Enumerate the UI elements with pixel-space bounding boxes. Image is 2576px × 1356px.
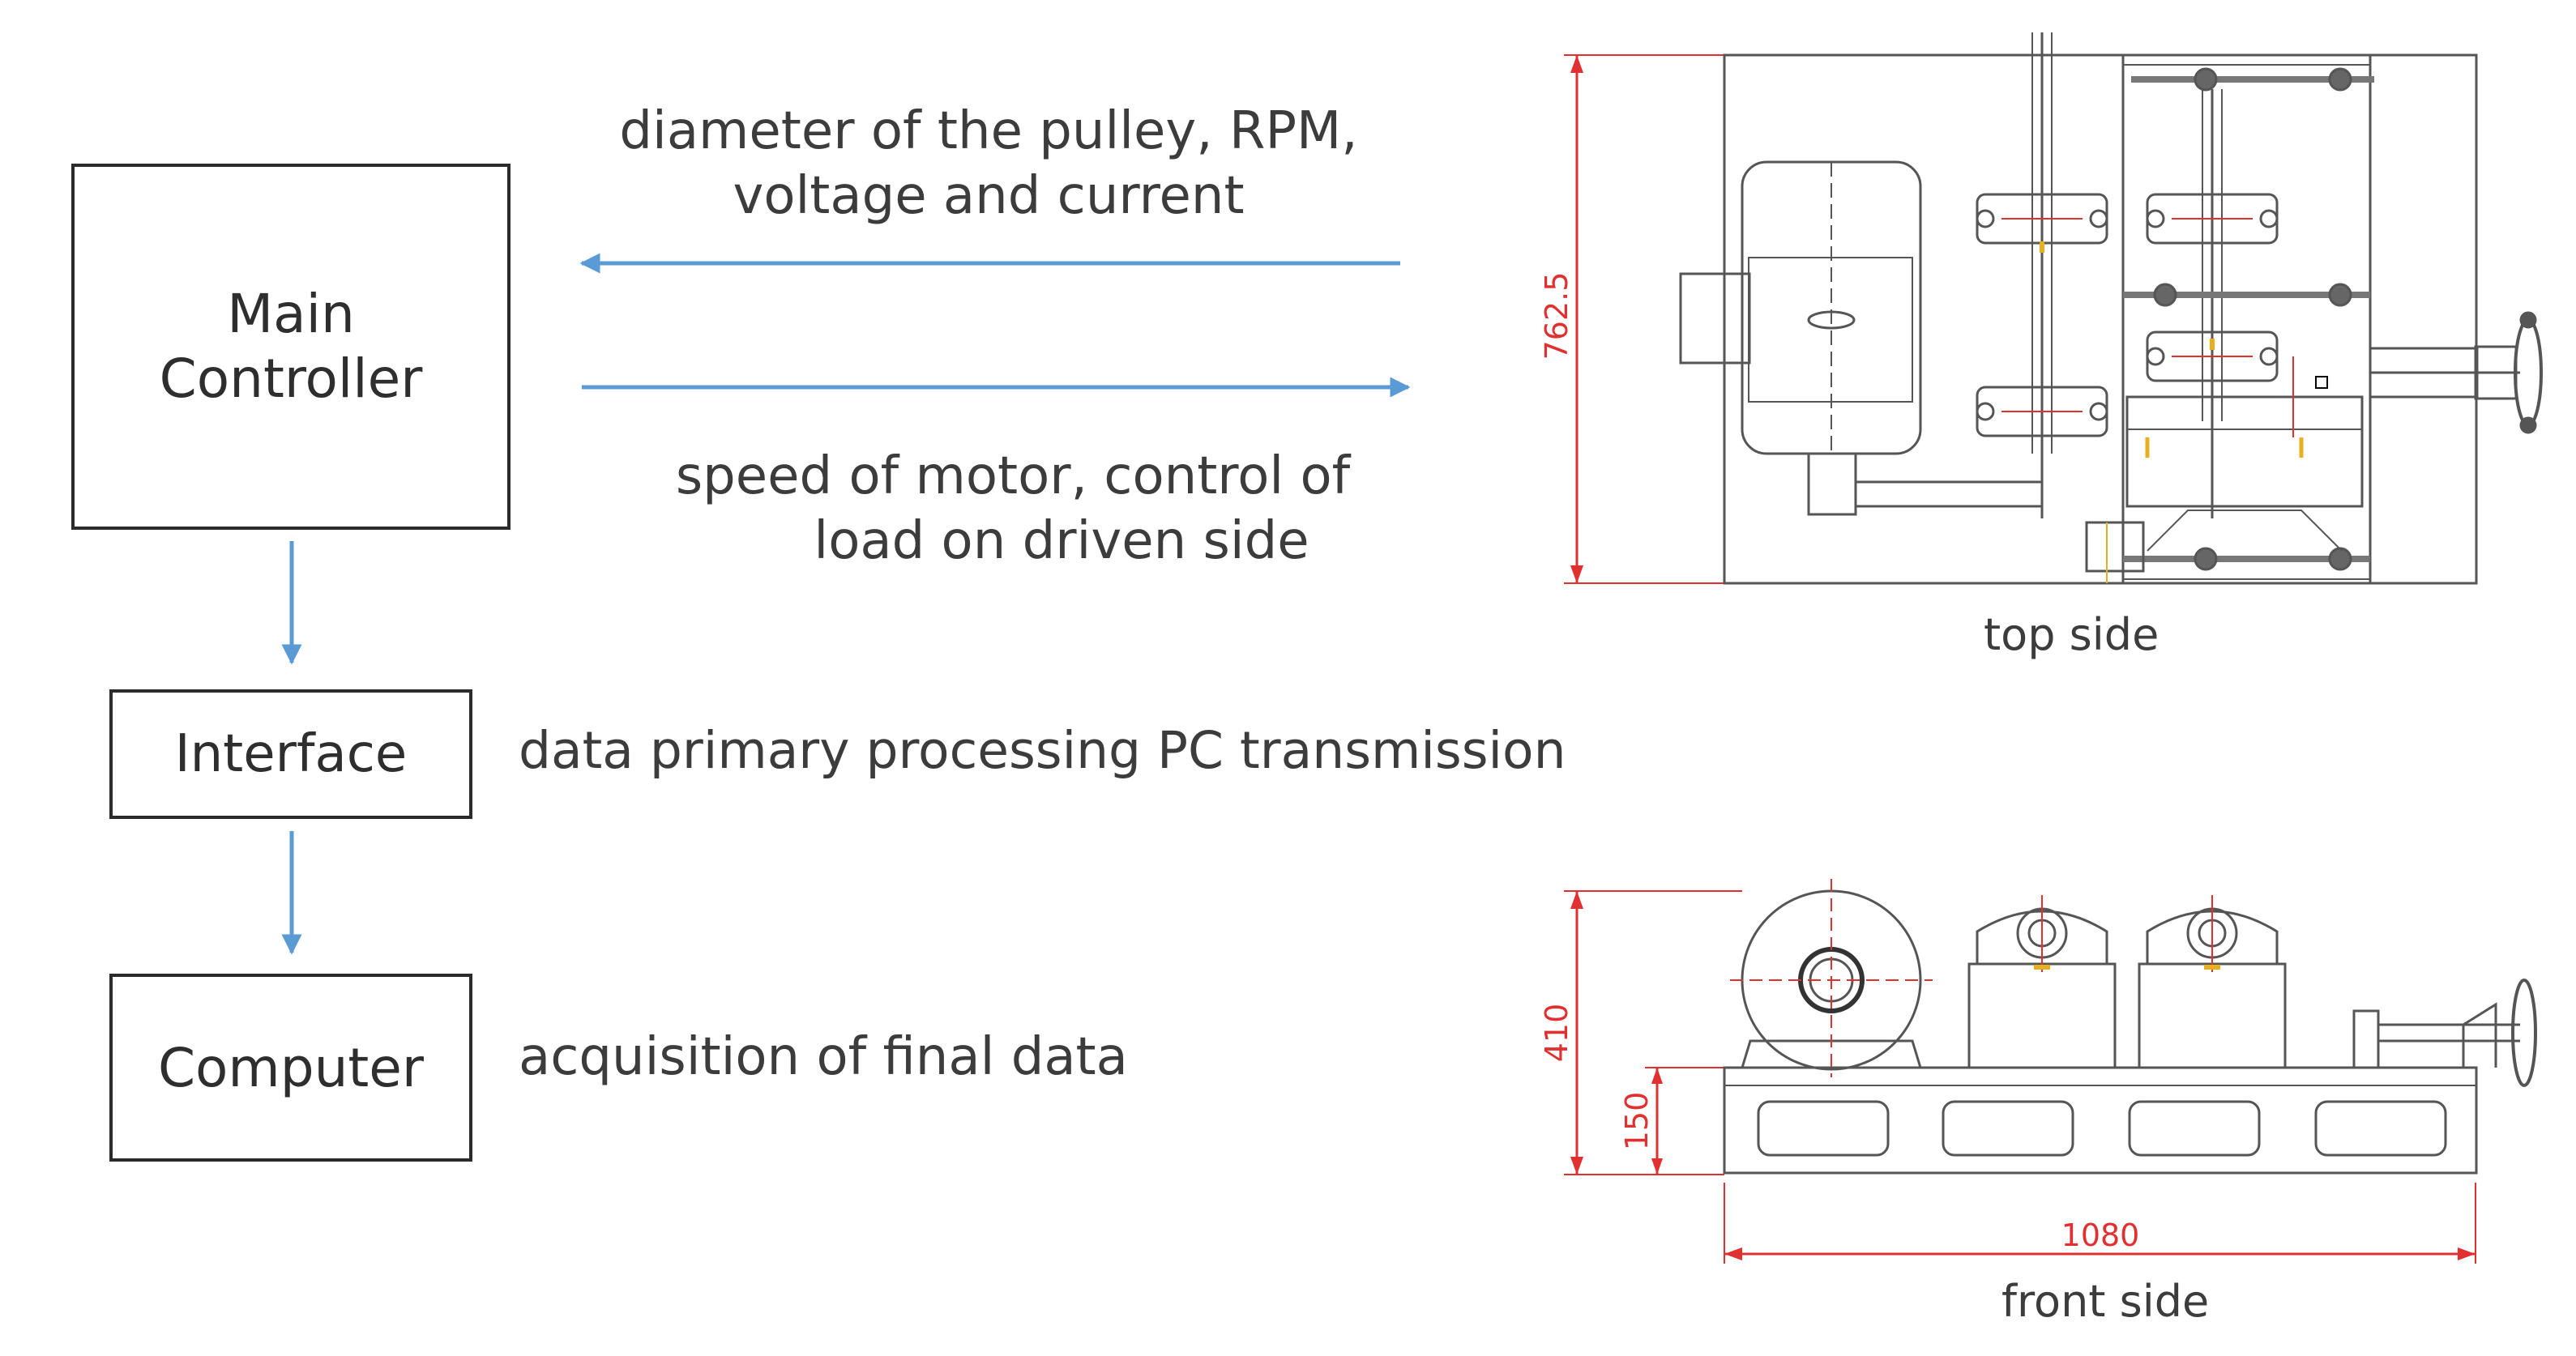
front-view-base-dimension: 150 — [1619, 1092, 1655, 1151]
main-controller-block: Main Controller — [71, 164, 511, 530]
lower-arrow-label-line-2: load on driven side — [814, 511, 1309, 571]
front-view-drawing — [1564, 879, 2537, 1264]
computer-note: acquisition of final data — [519, 1027, 1128, 1087]
top-view-drawing — [1564, 32, 2543, 585]
main-controller-line-2: Controller — [159, 348, 423, 410]
top-view-caption: top side — [1984, 609, 2159, 660]
top-view-height-dimension: 762.5 — [1539, 272, 1574, 360]
front-view-width-dimension: 1080 — [2061, 1217, 2140, 1253]
front-view-height-dimension: 410 — [1539, 1004, 1574, 1063]
computer-label: Computer — [157, 1036, 425, 1099]
interface-block: Interface — [109, 689, 472, 819]
lower-arrow-label: speed of motor, control of load on drive… — [640, 444, 1386, 574]
front-view-caption: front side — [2001, 1276, 2210, 1327]
interface-note: data primary processing PC transmission — [519, 721, 1566, 780]
main-controller-line-1: Main — [227, 283, 355, 345]
upper-arrow-label-line-2: voltage and current — [733, 166, 1245, 226]
computer-block: Computer — [109, 974, 472, 1162]
interface-label: Interface — [174, 724, 408, 784]
lower-arrow-label-line-1: speed of motor, control of — [675, 446, 1351, 506]
upper-arrow-label: diameter of the pulley, RPM, voltage and… — [616, 99, 1361, 228]
upper-arrow-label-line-1: diameter of the pulley, RPM, — [619, 101, 1358, 161]
